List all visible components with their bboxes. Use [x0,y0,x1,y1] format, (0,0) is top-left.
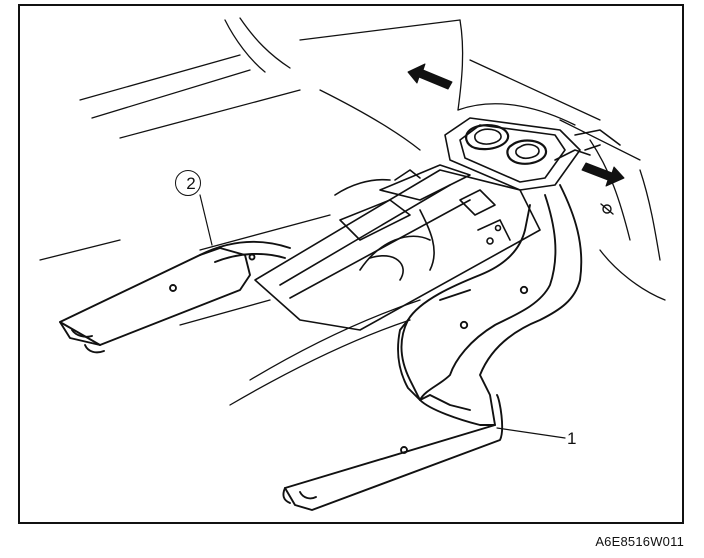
rear-heat-duct-1 [282,184,583,511]
callout-leaders [199,194,566,439]
heater-outlet-module [444,117,621,191]
arrow-icon [407,63,625,187]
callout-label-2: 2 [186,174,196,193]
fastener-icon [600,203,614,215]
vehicle-body-lines [39,17,666,406]
rear-heat-duct-2 [59,240,291,354]
center-tunnel [254,164,541,331]
callout-ring-2 [175,170,201,196]
callout-label-1: 1 [567,429,577,448]
figure-code: A6E8516W011 [595,534,684,549]
